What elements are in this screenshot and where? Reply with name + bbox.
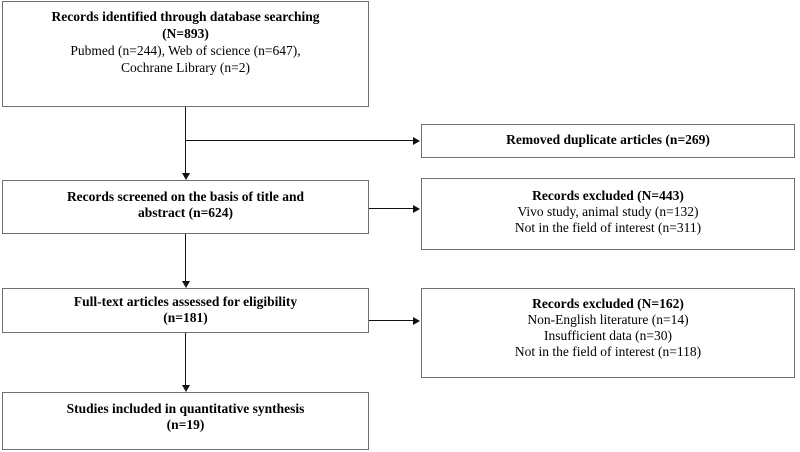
arrowhead-right-excluded-eligibility — [413, 317, 420, 325]
node-line: Not in the field of interest (n=311) — [514, 219, 702, 235]
node-records-screened: Records screened on the basis of title a… — [2, 180, 369, 234]
arrowhead-right-excluded-screening — [413, 205, 420, 213]
connector-fulltext-to-included — [185, 333, 186, 386]
node-line: (n=19) — [166, 416, 205, 432]
node-duplicates-removed: Removed duplicate articles (n=269) — [421, 124, 795, 158]
node-line: Studies included in quantitative synthes… — [66, 401, 305, 416]
connector-screened-to-excluded — [369, 208, 414, 209]
node-fulltext-assessed: Full-text articles assessed for eligibil… — [2, 288, 369, 333]
node-line: Cochrane Library (n=2) — [120, 59, 251, 75]
node-line: abstract (n=624) — [137, 204, 234, 220]
node-line: Vivo study, animal study (n=132) — [517, 203, 699, 219]
node-line: Records excluded (N=162) — [532, 296, 684, 311]
node-line: Not in the field of interest (n=118) — [514, 343, 702, 359]
node-records-identified: Records identified through database sear… — [2, 1, 369, 107]
arrowhead-right-duplicates — [413, 137, 420, 145]
node-line: Insufficient data (n=30) — [543, 327, 673, 343]
node-line: Pubmed (n=244), Web of science (n=647), — [70, 42, 301, 58]
node-line: Removed duplicate articles (n=269) — [506, 132, 710, 148]
connector-screened-to-fulltext — [185, 234, 186, 282]
node-line: Records identified through database sear… — [51, 9, 320, 24]
node-line: (N=893) — [162, 25, 209, 41]
node-line: (n=181) — [163, 309, 208, 325]
node-records-excluded-screening: Records excluded (N=443) Vivo study, ani… — [421, 178, 795, 250]
node-line: Records screened on the basis of title a… — [66, 189, 305, 204]
node-line: Records excluded (N=443) — [532, 188, 684, 203]
arrowhead-down-fulltext — [182, 281, 190, 288]
arrowhead-down-screened — [182, 173, 190, 180]
node-line: Full-text articles assessed for eligibil… — [73, 294, 298, 309]
connector-fulltext-to-excluded — [369, 320, 414, 321]
arrowhead-down-included — [182, 385, 190, 392]
connector-identified-to-duplicates — [185, 140, 414, 141]
node-records-excluded-eligibility: Records excluded (N=162) Non-English lit… — [421, 288, 795, 378]
node-studies-included: Studies included in quantitative synthes… — [2, 392, 369, 450]
node-line: Non-English literature (n=14) — [527, 311, 689, 327]
